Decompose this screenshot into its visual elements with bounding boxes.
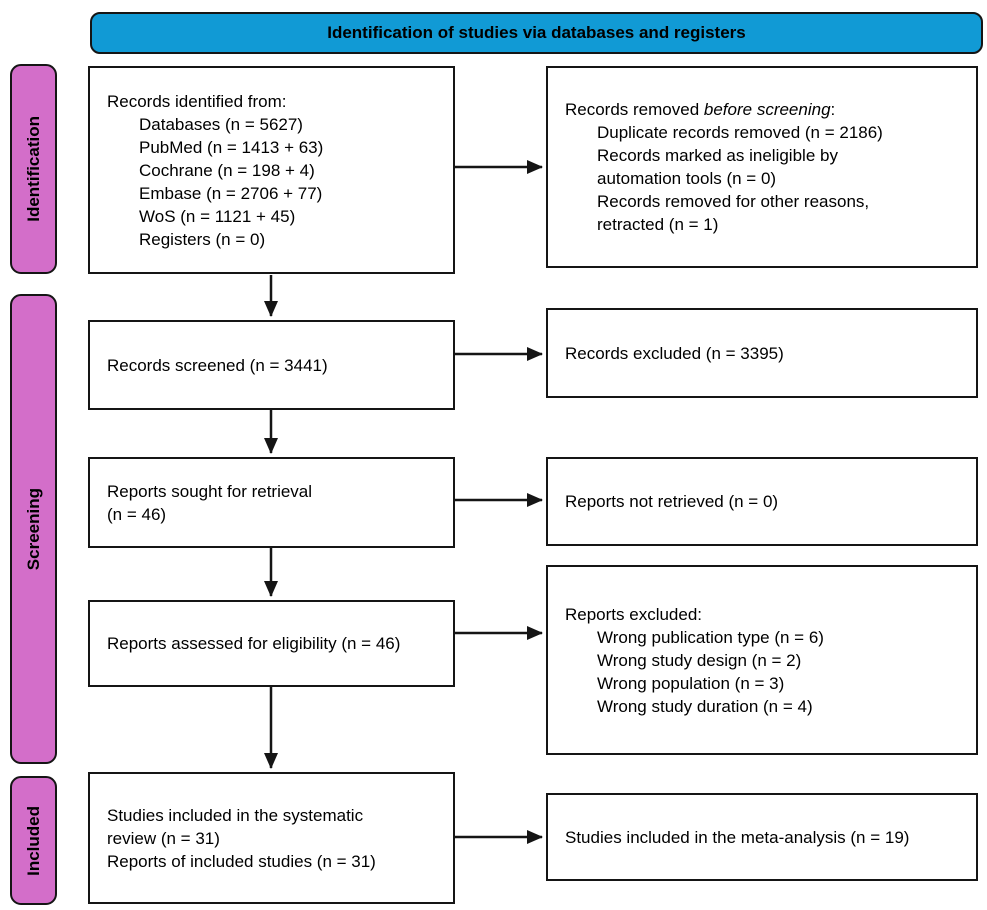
records-removed-title-prefix: Records removed (565, 100, 704, 119)
stage-label-screening: Screening (23, 487, 43, 571)
banner-label: Identification of studies via databases … (327, 23, 746, 42)
records-removed-item: Duplicate records removed (n = 2186) (597, 123, 883, 142)
stage-label-identification: Identification (23, 116, 43, 222)
reports-excluded-item: Wrong population (n = 3) (597, 673, 785, 693)
box-records-identified: Records identified from: Databases (n = … (88, 66, 455, 274)
box-records-removed: Records removed before screening: Duplic… (546, 66, 978, 268)
box-records-screened: Records screened (n = 3441) (88, 320, 455, 410)
meta-analysis-text: Studies included in the meta-analysis (n… (565, 827, 910, 847)
records-identified-item: WoS (n = 1121 + 45) (139, 206, 296, 226)
records-identified-item: Cochrane (n = 198 + 4) (139, 160, 315, 180)
records-removed-title-suffix: : (830, 100, 836, 119)
box-records-excluded: Records excluded (n = 3395) (546, 308, 978, 398)
records-removed-item: Records removed for other reasons, (597, 192, 870, 211)
box-studies-included: Studies included in the systematic revie… (88, 772, 455, 904)
records-identified-item: Embase (n = 2706 + 77) (139, 183, 323, 203)
reports-sought-line: (n = 46) (107, 504, 167, 524)
studies-included-line: Studies included in the systematic (107, 805, 364, 825)
box-reports-sought: Reports sought for retrieval (n = 46) (88, 457, 455, 548)
reports-sought-line: Reports sought for retrieval (107, 481, 313, 501)
reports-not-retrieved-text: Reports not retrieved (n = 0) (565, 492, 779, 511)
records-removed-title: Records removed before screening: (565, 98, 962, 121)
studies-included-line: Reports of included studies (n = 31) (107, 851, 376, 871)
records-screened-text: Records screened (n = 3441) (107, 355, 328, 375)
reports-assessed-text: Reports assessed for eligibility (n = 46… (107, 634, 401, 653)
box-reports-excluded: Reports excluded: Wrong publication type… (546, 565, 978, 755)
records-excluded-text: Records excluded (n = 3395) (565, 343, 784, 363)
studies-included-line: review (n = 31) (107, 828, 220, 848)
box-meta-analysis: Studies included in the meta-analysis (n… (546, 793, 978, 881)
records-identified-item: Registers (n = 0) (139, 229, 266, 249)
box-reports-assessed: Reports assessed for eligibility (n = 46… (88, 600, 455, 687)
reports-excluded-title: Reports excluded: (565, 604, 703, 624)
records-identified-item: Databases (n = 5627) (139, 114, 303, 134)
stage-bar-screening: Screening (10, 294, 57, 764)
records-removed-item: retracted (n = 1) (597, 215, 719, 234)
stage-bar-identification: Identification (10, 64, 57, 274)
box-reports-not-retrieved: Reports not retrieved (n = 0) (546, 457, 978, 546)
records-removed-title-italic: before screening (703, 100, 831, 119)
reports-excluded-item: Wrong publication type (n = 6) (597, 627, 824, 647)
records-identified-item: PubMed (n = 1413 + 63) (139, 137, 324, 157)
reports-excluded-item: Wrong study design (n = 2) (597, 650, 802, 670)
stage-bar-included: Included (10, 776, 57, 905)
banner-databases-registers: Identification of studies via databases … (90, 12, 983, 54)
records-identified-title: Records identified from: (107, 91, 287, 111)
records-removed-item: Records marked as ineligible by (597, 146, 838, 165)
stage-label-included: Included (23, 805, 43, 876)
records-removed-item: automation tools (n = 0) (597, 169, 777, 188)
reports-excluded-item: Wrong study duration (n = 4) (597, 696, 813, 716)
